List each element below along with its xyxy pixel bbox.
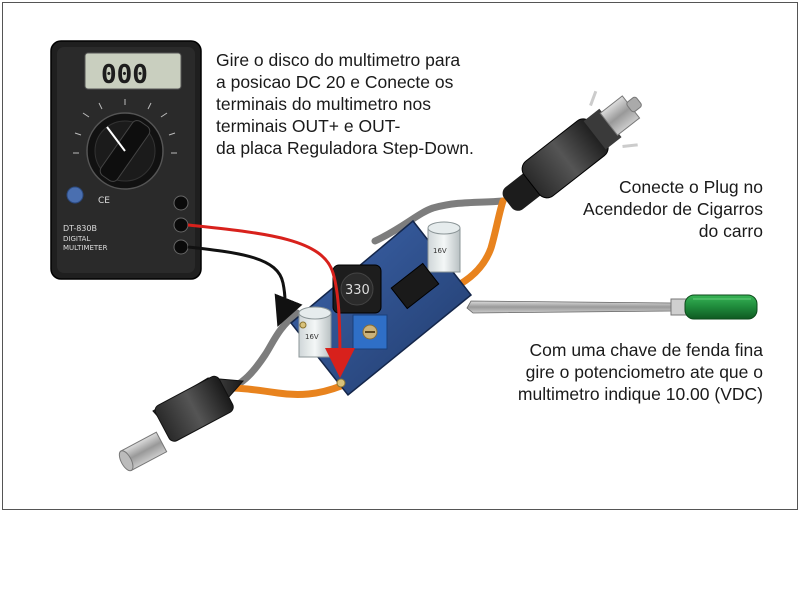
inductor: 330 xyxy=(332,264,382,314)
rotary-dial[interactable] xyxy=(86,112,164,190)
cigarette-lighter-plug xyxy=(502,90,642,211)
screwdriver-instruction: Com uma chave de fenda fina gire o poten… xyxy=(517,340,763,404)
output-capacitor: 16V xyxy=(298,306,332,358)
orange-output-wire xyxy=(227,382,345,399)
orange-input-wire xyxy=(449,197,507,292)
potentiometer xyxy=(352,314,388,350)
out-plus-pad xyxy=(336,378,346,388)
output-capacitor-label: 16V xyxy=(305,333,319,341)
inductor-code: 330 xyxy=(345,283,370,298)
dial-range-marks xyxy=(73,99,177,154)
input-wires xyxy=(371,197,507,292)
black-test-lead xyxy=(187,245,303,327)
multimeter-label-1: DIGITAL xyxy=(63,235,90,243)
input-capacitor: 16V xyxy=(427,221,461,273)
multimeter-model: DT-830B xyxy=(63,224,97,233)
jack-10a[interactable] xyxy=(173,195,189,211)
regulator-chip xyxy=(390,262,440,310)
hfe-socket xyxy=(66,186,84,204)
multimeter-display: 000 xyxy=(101,60,148,90)
multimeter: 000 CE xyxy=(50,40,202,280)
wiring-scene: 16V 330 16V xyxy=(50,40,758,472)
gray-output-wire xyxy=(227,309,301,392)
multimeter-label-2: MULTIMETER xyxy=(63,244,108,252)
out-minus-pad xyxy=(299,321,307,329)
gray-input-wire xyxy=(371,197,507,245)
jack-vmaa[interactable] xyxy=(173,217,189,233)
step-down-board: 16V 330 16V xyxy=(289,219,473,397)
input-capacitor-label: 16V xyxy=(433,247,447,255)
multimeter-instruction: Gire o disco do multimetro para a posica… xyxy=(216,50,474,158)
red-test-lead xyxy=(187,223,355,378)
diagram-frame: 16V 330 16V xyxy=(2,2,798,510)
screwdriver xyxy=(466,294,758,320)
dc-barrel-plug xyxy=(118,375,245,472)
ce-mark: CE xyxy=(98,196,110,206)
jack-com[interactable] xyxy=(173,239,189,255)
multimeter-lcd xyxy=(84,52,182,90)
plug-instruction: Conecte o Plug no Acendedor de Cigarros … xyxy=(583,177,763,241)
